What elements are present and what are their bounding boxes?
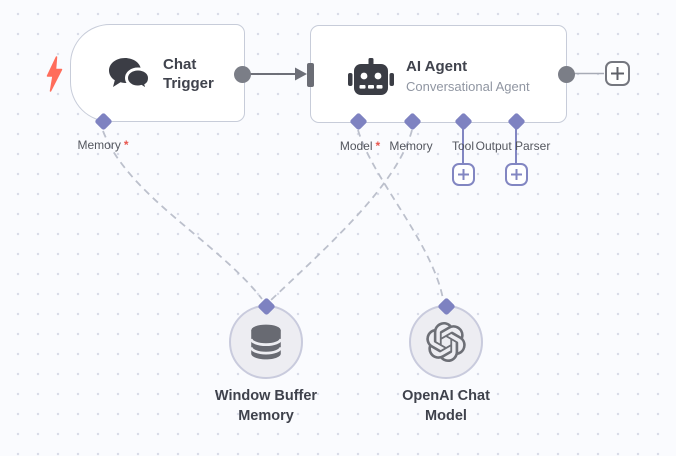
port-label-tool: Tool [452, 139, 474, 153]
database-icon [249, 324, 283, 360]
add-next-node-button[interactable] [605, 61, 630, 86]
add-tool-button[interactable] [451, 163, 475, 186]
port-label-model: Model* [340, 139, 380, 153]
robot-icon [348, 58, 394, 95]
plus-icon [611, 67, 624, 80]
plus-icon [457, 169, 469, 180]
node-label-openai-chat-model: OpenAI Chat Model [402, 388, 490, 424]
output-port[interactable] [234, 66, 251, 83]
port-label-memory: Memory [389, 139, 432, 153]
node-label-window-buffer-memory: Window Buffer Memory [214, 388, 318, 424]
node-title: AI Agent [406, 58, 468, 75]
node-title: Chat Trigger [163, 56, 214, 92]
add-output-parser-button[interactable] [504, 163, 528, 186]
port-label-output-parser: Output Parser [476, 139, 551, 153]
port-label-text: Memory [389, 139, 433, 153]
edge-agent-memory-to-buffer [270, 129, 413, 301]
output-port[interactable] [558, 66, 575, 83]
port-label-text: Memory [77, 138, 121, 152]
node-window-buffer-memory[interactable] [229, 305, 303, 379]
port-label-trigger-memory: Memory* [77, 138, 128, 152]
openai-logo-icon [426, 322, 466, 362]
node-openai-chat-model[interactable] [409, 305, 483, 379]
lightning-bolt-icon [46, 56, 63, 92]
port-label-text: Output Parser [475, 139, 551, 153]
node-subtitle: Conversational Agent [406, 79, 530, 94]
input-port[interactable] [307, 63, 314, 87]
port-label-text: Tool [451, 139, 475, 153]
required-asterisk: * [375, 139, 381, 153]
edge-agent-model-to-openai [357, 129, 444, 300]
port-label-text: Model [339, 139, 373, 153]
node-ai-agent[interactable]: AI Agent Conversational Agent [307, 25, 575, 123]
edge-trigger-memory-to-buffer [102, 130, 263, 300]
node-chat-trigger[interactable]: Chat Trigger [70, 24, 251, 122]
chat-bubbles-icon [109, 58, 152, 94]
edge-arrowhead-icon [295, 67, 307, 81]
plus-icon [510, 169, 522, 180]
required-asterisk: * [123, 138, 129, 152]
